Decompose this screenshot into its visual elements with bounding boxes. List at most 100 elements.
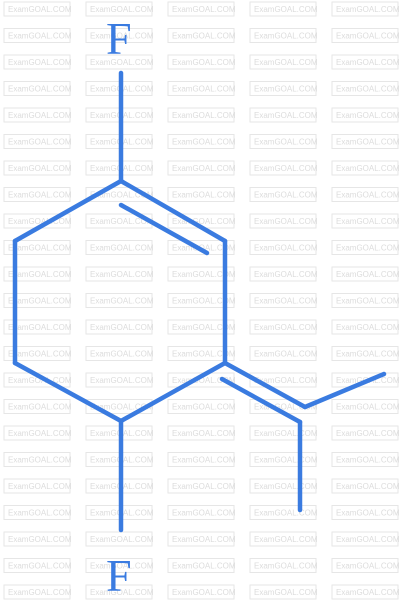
watermark-text: ExamGOAL.COM xyxy=(8,217,72,226)
watermark-text: ExamGOAL.COM xyxy=(172,482,236,491)
watermark-text: ExamGOAL.COM xyxy=(254,323,318,332)
watermark-text: ExamGOAL.COM xyxy=(254,270,318,279)
watermark-text: ExamGOAL.COM xyxy=(254,244,318,253)
watermark-tile xyxy=(249,107,317,123)
watermark-text: ExamGOAL.COM xyxy=(8,456,72,465)
watermark-text: ExamGOAL.COM xyxy=(90,244,154,253)
watermark-tile xyxy=(3,160,71,176)
chain-bond-right xyxy=(302,371,387,410)
watermark-text: ExamGOAL.COM xyxy=(172,376,236,385)
watermark-text: ExamGOAL.COM xyxy=(8,323,72,332)
watermark-text: ExamGOAL.COM xyxy=(254,191,318,200)
watermark-text: ExamGOAL.COM xyxy=(90,562,154,571)
watermark-tile xyxy=(331,54,399,70)
watermark-tile xyxy=(167,240,235,255)
watermark-tile xyxy=(249,28,317,43)
watermark-text: ExamGOAL.COM xyxy=(8,429,72,438)
watermark-tile xyxy=(85,266,153,282)
watermark-text: ExamGOAL.COM xyxy=(172,111,236,120)
watermark-text: ExamGOAL.COM xyxy=(336,244,400,253)
watermark-text: ExamGOAL.COM xyxy=(336,482,400,491)
watermark-text: ExamGOAL.COM xyxy=(254,32,318,41)
watermark-text: ExamGOAL.COM xyxy=(336,429,400,438)
watermark-tile xyxy=(167,81,235,96)
exocyclic-double-bond-outer xyxy=(222,360,308,410)
watermark-tile xyxy=(249,293,317,308)
watermark-tile xyxy=(249,134,317,149)
watermark-text: ExamGOAL.COM xyxy=(336,217,400,226)
watermark-text: ExamGOAL.COM xyxy=(172,85,236,94)
watermark-tile xyxy=(331,531,399,547)
watermark-text: ExamGOAL.COM xyxy=(90,323,154,332)
watermark-tile xyxy=(3,558,71,573)
watermark-text: ExamGOAL.COM xyxy=(172,5,236,14)
watermark-tile xyxy=(167,372,235,388)
watermark-tile xyxy=(249,478,317,494)
watermark-tile xyxy=(167,134,235,149)
watermark-tile xyxy=(167,160,235,176)
watermark-tile xyxy=(167,399,235,414)
watermark-tile xyxy=(331,372,399,388)
watermark-tile xyxy=(167,293,235,308)
watermark-text: ExamGOAL.COM xyxy=(172,509,236,518)
watermark-tile xyxy=(3,81,71,96)
watermark-text: ExamGOAL.COM xyxy=(90,588,154,597)
watermark-text: ExamGOAL.COM xyxy=(90,376,154,385)
watermark-tile xyxy=(167,452,235,467)
watermark-tile xyxy=(249,372,317,388)
watermark-text: ExamGOAL.COM xyxy=(254,164,318,173)
watermark-tile xyxy=(331,213,399,229)
watermark-tile xyxy=(331,107,399,123)
watermark-tile xyxy=(85,54,153,70)
watermark-text: ExamGOAL.COM xyxy=(254,562,318,571)
watermark-tile xyxy=(3,28,71,43)
watermark-text: ExamGOAL.COM xyxy=(172,217,236,226)
watermark-tile xyxy=(85,293,153,308)
watermark-text: ExamGOAL.COM xyxy=(254,5,318,14)
watermark-tile xyxy=(3,240,71,255)
watermark-text: ExamGOAL.COM xyxy=(90,32,154,41)
watermark-text: ExamGOAL.COM xyxy=(336,5,400,14)
watermark-text: ExamGOAL.COM xyxy=(336,588,400,597)
watermark-text: ExamGOAL.COM xyxy=(8,482,72,491)
watermark-tile xyxy=(3,266,71,282)
watermark-tile xyxy=(85,558,153,573)
watermark-text: ExamGOAL.COM xyxy=(8,85,72,94)
watermark-tile xyxy=(249,213,317,229)
watermark-tile xyxy=(331,187,399,202)
watermark-text: ExamGOAL.COM xyxy=(254,509,318,518)
watermark-text: ExamGOAL.COM xyxy=(8,164,72,173)
watermark-text: ExamGOAL.COM xyxy=(336,85,400,94)
watermark-tile xyxy=(249,452,317,467)
watermark-text: ExamGOAL.COM xyxy=(8,32,72,41)
watermark-text: ExamGOAL.COM xyxy=(254,456,318,465)
watermark-text: ExamGOAL.COM xyxy=(336,270,400,279)
watermark-tile xyxy=(85,319,153,335)
watermark-tile xyxy=(167,558,235,573)
watermark-text: ExamGOAL.COM xyxy=(90,297,154,306)
watermark-tile xyxy=(249,558,317,573)
watermark-text: ExamGOAL.COM xyxy=(8,5,72,14)
watermark-tile xyxy=(249,505,317,520)
watermark-text: ExamGOAL.COM xyxy=(90,403,154,412)
watermark-text: ExamGOAL.COM xyxy=(254,429,318,438)
watermark-tile xyxy=(167,584,235,600)
watermark-tile xyxy=(331,584,399,600)
watermark-tile xyxy=(85,584,153,600)
watermark-tile xyxy=(3,531,71,547)
watermark-tile xyxy=(3,425,71,441)
watermark-tile xyxy=(167,266,235,282)
watermark-text: ExamGOAL.COM xyxy=(8,376,72,385)
watermark-text: ExamGOAL.COM xyxy=(336,535,400,544)
watermark-text: ExamGOAL.COM xyxy=(8,111,72,120)
watermark-tile xyxy=(167,187,235,202)
watermark-tile xyxy=(167,319,235,335)
watermark-tile xyxy=(331,319,399,335)
watermark-tile xyxy=(3,134,71,149)
watermark-text: ExamGOAL.COM xyxy=(8,138,72,147)
ring-bond-3 xyxy=(118,360,228,424)
watermark-text: ExamGOAL.COM xyxy=(8,509,72,518)
watermark-tile xyxy=(167,107,235,123)
watermark-tile xyxy=(249,1,317,17)
